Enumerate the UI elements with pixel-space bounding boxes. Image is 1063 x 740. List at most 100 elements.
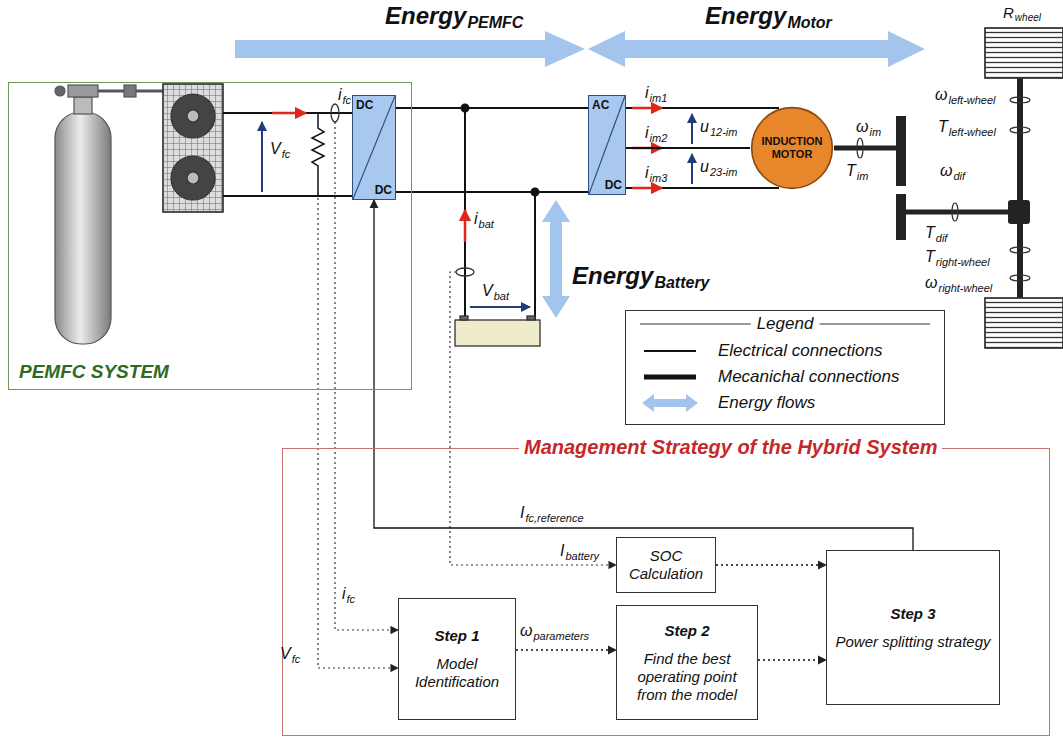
mechanical-drive xyxy=(906,210,1012,215)
fuel-cell-stack xyxy=(171,156,215,200)
node-title: PEMFC SYSTEM xyxy=(19,361,169,383)
node-title: Management Strategy of the Hybrid System xyxy=(519,436,942,459)
power-bus xyxy=(396,107,588,109)
rotation-symbol xyxy=(1010,247,1030,253)
fuel-cell-stack xyxy=(163,84,223,212)
signal-subscript: bat xyxy=(494,290,509,303)
rotation-symbol xyxy=(857,138,863,158)
signal-subscript: bat xyxy=(479,218,494,231)
signal-arrow xyxy=(374,200,913,550)
node-title: INDUCTION MOTOR xyxy=(758,135,826,161)
signal-name: ω xyxy=(520,622,532,640)
system-region: PEMFC SYSTEM DCDC xyxy=(8,82,412,390)
signal-name: ω xyxy=(940,162,952,180)
signal-line xyxy=(318,122,616,668)
current-arrow xyxy=(464,210,467,242)
converter-diagonal xyxy=(589,96,625,194)
signal-name: ω xyxy=(856,118,868,136)
signal-subscript: dif xyxy=(953,170,965,183)
mechanical-drive xyxy=(896,194,906,240)
signal-name: I xyxy=(520,504,524,522)
motor-circle: INDUCTION MOTOR xyxy=(750,106,834,190)
signal-name: V xyxy=(482,282,493,300)
legend-text: Electrical connections xyxy=(718,341,882,361)
energy-flow-arrow xyxy=(235,31,925,318)
voltage-arrow xyxy=(262,114,692,307)
legend-swatch xyxy=(642,394,698,412)
power-bus xyxy=(626,147,750,149)
signal-subscript: left-wheel xyxy=(949,126,996,139)
node-text: DC xyxy=(605,178,622,192)
signal-subscript: Motor xyxy=(787,14,831,32)
process-box: SOC Calculation xyxy=(616,537,716,593)
wheel xyxy=(985,298,1063,348)
signal-arrow xyxy=(716,564,826,565)
signal-name: i xyxy=(645,124,649,142)
signal-name: Energy xyxy=(385,2,466,30)
signal-name: Energy xyxy=(572,262,653,290)
signal-subscript: left-wheel xyxy=(948,94,995,107)
voltage-arrow xyxy=(470,306,530,308)
fuel-cell-stack xyxy=(187,110,199,122)
fuel-cell-stack xyxy=(163,84,223,212)
electrical-wire xyxy=(223,105,779,321)
rotation-symbol xyxy=(1010,97,1030,103)
signal-name: T xyxy=(925,248,935,266)
rotation-symbol xyxy=(952,203,958,221)
node-title: Step 3 xyxy=(890,605,935,623)
signal-name: R xyxy=(1003,4,1014,21)
signal-name: u xyxy=(700,118,709,136)
mechanical-drive xyxy=(834,55,1030,320)
fuel-cell-stack xyxy=(171,94,215,138)
electrical-wire xyxy=(312,113,324,196)
signal-subscript: parameters xyxy=(533,630,589,643)
electrical-wire xyxy=(465,108,535,320)
rotation-symbol xyxy=(857,97,1030,281)
signal-subscript: fc xyxy=(343,94,352,107)
signal-subscript: Battery xyxy=(654,274,709,292)
current-arrow xyxy=(632,107,662,110)
wheel xyxy=(985,28,1063,78)
battery xyxy=(455,316,540,346)
electrical-wire xyxy=(532,189,539,196)
mechanical-drive xyxy=(834,146,903,151)
node-text: Find the best operating point from the m… xyxy=(623,650,751,704)
strategy-region: Management Strategy of the Hybrid System… xyxy=(282,448,1050,736)
signal-name: i xyxy=(338,86,342,104)
legend-swatch xyxy=(640,340,700,362)
signal-name: i xyxy=(645,84,649,102)
node-title: DC xyxy=(356,98,392,112)
fuel-cell-stack xyxy=(187,172,199,184)
current-arrow xyxy=(272,112,306,115)
node-title: AC xyxy=(592,98,622,112)
hydrogen-tank xyxy=(124,85,136,97)
fuel-cell-stack xyxy=(163,84,223,212)
voltage-arrow xyxy=(691,154,693,184)
converter-diagonal xyxy=(353,96,395,199)
signal-subscript: fc xyxy=(292,653,301,666)
inverter-box: AC DC xyxy=(588,95,626,195)
hydrogen-tank xyxy=(55,85,163,344)
signal-subscript: wheel xyxy=(1015,12,1041,24)
wheel xyxy=(985,28,1063,78)
electrical-wire xyxy=(223,113,352,196)
energy-flow-arrow xyxy=(588,31,925,67)
signal-subscript: fc xyxy=(347,593,356,606)
signal-subscript: fc xyxy=(282,148,291,161)
signal-subscript: right-wheel xyxy=(938,282,992,295)
signal-subscript: im xyxy=(857,170,869,183)
step-box: Step 3 Power splitting strategy xyxy=(826,550,1000,705)
energy-flow-arrow xyxy=(235,31,585,67)
battery xyxy=(527,316,535,320)
node-title: SOC Calculation xyxy=(623,547,709,583)
node-title: Legend xyxy=(751,314,820,334)
signal-subscript: im2 xyxy=(650,132,668,145)
signal-name: i xyxy=(342,585,346,603)
signal-subscript: battery xyxy=(565,550,599,563)
converter-box: DCDC xyxy=(352,95,396,200)
energy-flow-arrow xyxy=(542,200,570,318)
hydrogen-tank xyxy=(55,86,65,96)
node-text: Power splitting strategy xyxy=(835,633,990,651)
signal-subscript: fc,reference xyxy=(525,512,583,525)
signal-subscript: im3 xyxy=(650,172,668,185)
